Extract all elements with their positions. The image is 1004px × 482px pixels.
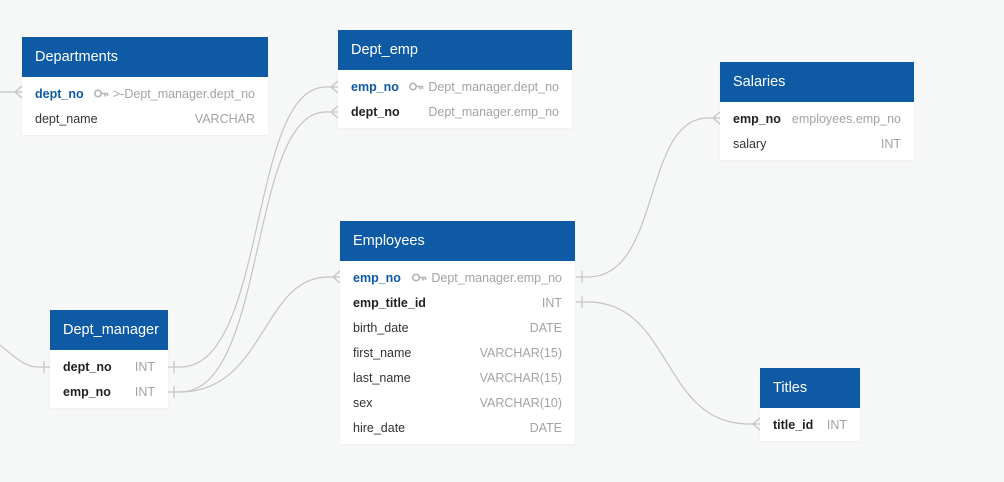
field-type: VARCHAR(15) [479, 345, 562, 360]
field-name: emp_no [733, 111, 781, 126]
field-type: >-Dept_manager.dept_no [112, 86, 255, 101]
field-row-first-name[interactable]: first_name VARCHAR(15) [340, 340, 575, 365]
field-name: title_id [773, 417, 814, 432]
field-type: VARCHAR(10) [479, 395, 562, 410]
field-row-salary[interactable]: salary INT [720, 131, 914, 156]
connector-employees-to-titles [576, 296, 761, 431]
field-name: first_name [353, 345, 412, 360]
field-row-dept-no[interactable]: dept_no Dept_manager.emp_no [338, 99, 572, 124]
field-row-emp-no[interactable]: emp_no Dept_manager.emp_no [340, 265, 575, 290]
table-dept-emp[interactable]: Dept_emp emp_no Dept_manager.dept_no dep… [338, 30, 572, 128]
field-name: sex [353, 395, 373, 410]
table-employees[interactable]: Employees emp_no Dept_manager.emp_no emp… [340, 221, 575, 444]
table-header-departments[interactable]: Departments [22, 37, 268, 77]
field-row-last-name[interactable]: last_name VARCHAR(15) [340, 365, 575, 390]
field-name: emp_no [353, 270, 401, 285]
connector-dept-manager-to-dept-emp-dept-no [168, 105, 339, 398]
field-name: birth_date [353, 320, 409, 335]
field-row-emp-no[interactable]: emp_no Dept_manager.dept_no [338, 74, 572, 99]
field-row-emp-title-id[interactable]: emp_title_id INT [340, 290, 575, 315]
field-name: dept_no [351, 104, 400, 119]
field-type: INT [541, 295, 562, 310]
field-type: Dept_manager.emp_no [428, 104, 559, 119]
table-header-dept-manager[interactable]: Dept_manager [50, 310, 168, 350]
field-name: emp_title_id [353, 295, 426, 310]
field-name: dept_no [63, 359, 112, 374]
field-name: dept_no [35, 86, 84, 101]
field-row-title-id[interactable]: title_id INT [760, 412, 860, 437]
table-header-dept-emp[interactable]: Dept_emp [338, 30, 572, 70]
field-row-dept-no[interactable]: dept_no INT [50, 354, 168, 379]
connector-left-to-dept-manager [0, 344, 50, 373]
field-type: Dept_manager.dept_no [428, 79, 559, 94]
table-header-salaries[interactable]: Salaries [720, 62, 914, 102]
field-row-dept-name[interactable]: dept_name VARCHAR [22, 106, 268, 131]
field-row-emp-no[interactable]: emp_no employees.emp_no [720, 106, 914, 131]
field-type: employees.emp_no [791, 111, 901, 126]
field-row-sex[interactable]: sex VARCHAR(10) [340, 390, 575, 415]
field-type: VARCHAR [194, 111, 255, 126]
field-type: VARCHAR(15) [479, 370, 562, 385]
field-name: dept_name [35, 111, 98, 126]
connector-employees-to-salaries [576, 111, 721, 283]
field-type: DATE [529, 320, 562, 335]
key-icon [93, 89, 109, 98]
field-name: last_name [353, 370, 411, 385]
field-type: INT [880, 136, 901, 151]
table-departments[interactable]: Departments dept_no >-Dept_manager.dept_… [22, 37, 268, 135]
field-type: Dept_manager.emp_no [431, 270, 562, 285]
field-name: salary [733, 136, 767, 151]
field-type: DATE [529, 420, 562, 435]
key-icon [409, 82, 424, 91]
table-header-employees[interactable]: Employees [340, 221, 575, 261]
connector-departments-left [0, 85, 23, 99]
field-row-dept-no[interactable]: dept_no >-Dept_manager.dept_no [22, 81, 268, 106]
connector-dept-manager-to-employees [179, 270, 341, 393]
field-type: INT [826, 417, 847, 432]
field-row-emp-no[interactable]: emp_no INT [50, 379, 168, 404]
field-type: INT [134, 359, 155, 374]
field-row-birth-date[interactable]: birth_date DATE [340, 315, 575, 340]
table-salaries[interactable]: Salaries emp_no employees.emp_no salary … [720, 62, 914, 160]
field-name: hire_date [353, 420, 406, 435]
field-name: emp_no [63, 384, 111, 399]
key-icon [412, 273, 427, 282]
table-dept-manager[interactable]: Dept_manager dept_no INT emp_no INT [50, 310, 168, 408]
table-titles[interactable]: Titles title_id INT [760, 368, 860, 441]
table-header-titles[interactable]: Titles [760, 368, 860, 408]
field-name: emp_no [351, 79, 399, 94]
field-type: INT [134, 384, 155, 399]
field-row-hire-date[interactable]: hire_date DATE [340, 415, 575, 440]
